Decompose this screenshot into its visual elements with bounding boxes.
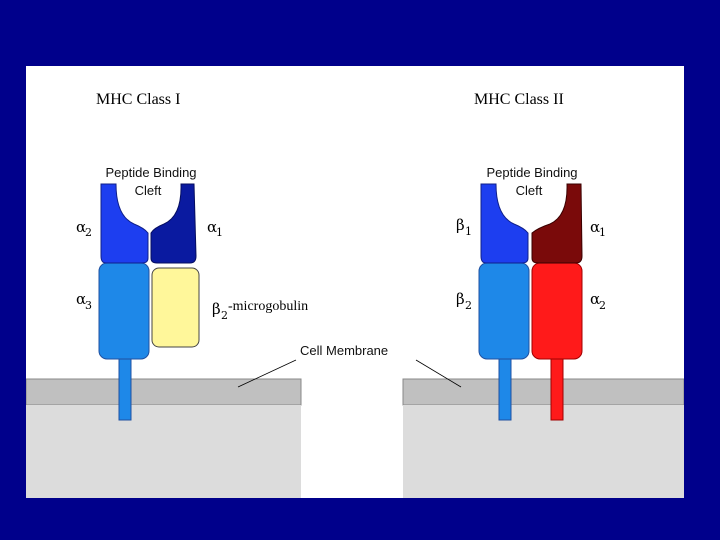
class2-alpha2-subscript: 2 — [599, 299, 606, 312]
class2-cleft-label-line2: Cleft — [516, 183, 543, 198]
class2-beta2-subscript: 2 — [465, 299, 472, 312]
cytoplasm-right — [403, 405, 684, 498]
membrane-layer-left — [26, 379, 301, 405]
class2-title: MHC Class II — [474, 91, 564, 108]
class1-alpha3-subscript: 3 — [85, 299, 92, 312]
membrane-layer-right — [403, 379, 684, 405]
class2-beta1-subscript: 1 — [465, 225, 472, 238]
mhc-diagram: MHC Class I Peptide Binding Cleft α 2 α … — [26, 66, 684, 498]
class1-alpha3-domain — [99, 263, 149, 359]
cell-membrane-label: Cell Membrane — [300, 343, 388, 358]
class1-cleft-label-line2: Cleft — [135, 183, 162, 198]
b2m-label: β — [212, 300, 221, 318]
class2-cleft-label-line1: Peptide Binding — [486, 165, 577, 180]
class2-beta2-domain — [479, 263, 529, 359]
class2-alpha2-domain — [532, 263, 582, 359]
class2-beta1-label: β — [456, 216, 465, 234]
class1-alpha1-subscript: 1 — [216, 226, 223, 239]
class1-transmembrane-stalk — [119, 358, 131, 420]
class1-title: MHC Class I — [96, 91, 180, 108]
class1-alpha2-subscript: 2 — [85, 226, 92, 239]
class2-alpha-stalk — [551, 358, 563, 420]
class2-alpha1-subscript: 1 — [599, 226, 606, 239]
b2m-subscript: 2 — [221, 309, 228, 322]
class2-beta-stalk — [499, 358, 511, 420]
b2m-label-text: -microgobulin — [228, 299, 308, 314]
diagram-frame: MHC Class I Peptide Binding Cleft α 2 α … — [26, 66, 684, 498]
cytoplasm-left — [26, 405, 301, 498]
class2-beta2-label: β — [456, 290, 465, 308]
class1-cleft-label-line1: Peptide Binding — [105, 165, 196, 180]
class1-b2-microglobulin-domain — [152, 268, 199, 347]
